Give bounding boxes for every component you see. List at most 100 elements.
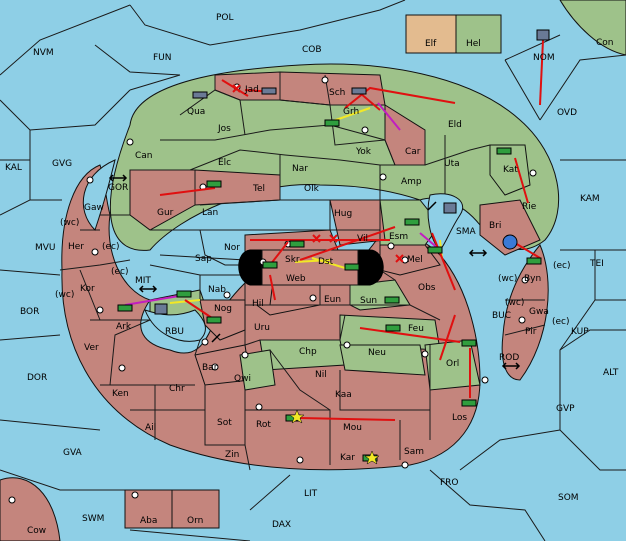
- coast-label-gwa-wc: (wc): [505, 298, 524, 308]
- channel-gor: [82, 159, 116, 231]
- province-label-esm: Esm: [389, 232, 408, 242]
- province-label-elf: Elf: [425, 39, 437, 49]
- fleet-unit: [351, 87, 367, 95]
- province-label-can: Can: [135, 151, 153, 161]
- province-label-los: Los: [452, 413, 467, 423]
- fleet-unit: [192, 91, 208, 99]
- channel-rbu: [144, 309, 206, 342]
- province-label-uta: Uta: [444, 159, 460, 169]
- canal-connectors: [108, 174, 521, 370]
- province-labels: Elf Hel Jad Qua Sch Grh Jos Eld Can Car …: [27, 39, 549, 536]
- sea-label-nvm: NVM: [33, 48, 54, 58]
- province-label-ken: Ken: [112, 389, 129, 399]
- failed-order-marks: [232, 84, 404, 263]
- province-label-jad: Jad: [244, 85, 259, 95]
- army-unit: [344, 263, 360, 271]
- province-label-zin: Zin: [225, 450, 239, 460]
- coast-label-gaw-wc: (wc): [60, 218, 79, 228]
- army-unit: [496, 147, 512, 155]
- province-label-feu: Feu: [408, 324, 424, 334]
- province-label-hug: Hug: [334, 209, 352, 219]
- army-unit: [324, 119, 340, 127]
- sea-label-lit: LIT: [304, 489, 318, 499]
- sea-label-rod: ROD: [499, 353, 519, 363]
- sea-label-swm: SWM: [82, 514, 104, 524]
- province-label-gur: Gur: [157, 208, 174, 218]
- sea-label-gvg: GVG: [52, 159, 72, 169]
- sea-label-gva: GVA: [63, 448, 83, 458]
- province-label-dst: Dst: [318, 257, 334, 267]
- star-icon: [364, 450, 380, 465]
- province-label-gaw: Gaw: [84, 203, 104, 213]
- province-label-hil: Hil: [252, 299, 264, 309]
- supply-centers: [8, 76, 537, 504]
- units: [117, 29, 550, 465]
- province-label-amp: Amp: [401, 177, 422, 187]
- province-label-byn: Byn: [524, 274, 541, 284]
- province-label-sun: Sun: [360, 296, 377, 306]
- coast-label-byn-wc: (wc): [498, 274, 517, 284]
- fleet-unit: [536, 29, 550, 41]
- province-label-aba: Aba: [140, 516, 157, 526]
- sea-label-kam: KAM: [580, 194, 600, 204]
- province-label-rie: Rie: [522, 202, 537, 212]
- province-label-kaa: Kaa: [335, 390, 352, 400]
- province-label-orn: Orn: [187, 516, 203, 526]
- province-label-hel: Hel: [466, 39, 481, 49]
- army-unit: [385, 324, 401, 332]
- sea-label-kup: KUP: [571, 327, 589, 337]
- province-label-pir: Pir: [525, 327, 537, 337]
- province-label-rot: Rot: [256, 420, 271, 430]
- province-hel[interactable]: [455, 14, 502, 54]
- province-label-eun: Eun: [324, 295, 341, 305]
- coast-labels: (wc) (ec) (ec) (wc) (wc) (ec) (wc) (ec): [55, 218, 571, 327]
- province-label-web: Web: [286, 274, 306, 284]
- army-unit: [289, 240, 305, 248]
- province-label-ark: Ark: [116, 322, 132, 332]
- sea-label-mit: MIT: [135, 276, 151, 286]
- army-unit: [176, 290, 192, 298]
- province-elf[interactable]: [405, 14, 457, 54]
- army-unit: [206, 180, 222, 188]
- province-label-nor: Nor: [224, 243, 240, 253]
- fleet-unit: [443, 202, 457, 214]
- sea-label-som: SOM: [558, 493, 579, 503]
- sea-label-buc: BUC: [492, 311, 511, 321]
- province-label-kat: Kat: [503, 165, 518, 175]
- main-island: [61, 63, 560, 471]
- sea-label-dax: DAX: [272, 520, 291, 530]
- province-label-car: Car: [405, 147, 421, 157]
- sea-label-ovd: OVD: [557, 108, 577, 118]
- globe-icon: [502, 234, 518, 250]
- sea-label-pol: POL: [216, 13, 234, 23]
- province-label-her: Her: [68, 242, 84, 252]
- sea-label-nom: NOM: [533, 53, 555, 63]
- sea-label-alt: ALT: [603, 368, 619, 378]
- province-label-neu: Neu: [368, 348, 386, 358]
- army-unit: [206, 316, 222, 324]
- province-orn[interactable]: [171, 489, 220, 529]
- province-label-sot: Sot: [217, 418, 232, 428]
- sea-label-con: Con: [596, 38, 614, 48]
- province-label-nil: Nil: [315, 370, 327, 380]
- army-unit: [404, 218, 420, 226]
- sea-label-bor: BOR: [20, 307, 39, 317]
- coast-label-her-ec: (ec): [102, 242, 120, 252]
- coast-label-gwa-ec: (ec): [552, 317, 570, 327]
- army-unit: [526, 257, 542, 265]
- province-label-sch: Sch: [329, 88, 345, 98]
- province-label-vil: Vil: [357, 234, 368, 244]
- army-unit: [117, 304, 133, 312]
- province-label-orl: Orl: [446, 359, 459, 369]
- province-label-gwa: Gwa: [529, 307, 549, 317]
- sea-label-mvu: MVU: [35, 243, 56, 253]
- army-unit: [461, 339, 477, 347]
- province-label-nog: Nog: [214, 304, 232, 314]
- coast-label-kor-wc: (wc): [55, 290, 74, 300]
- province-label-obs: Obs: [418, 283, 436, 293]
- army-unit: [461, 399, 477, 407]
- army-unit: [427, 246, 443, 254]
- sea-label-fun: FUN: [153, 53, 172, 63]
